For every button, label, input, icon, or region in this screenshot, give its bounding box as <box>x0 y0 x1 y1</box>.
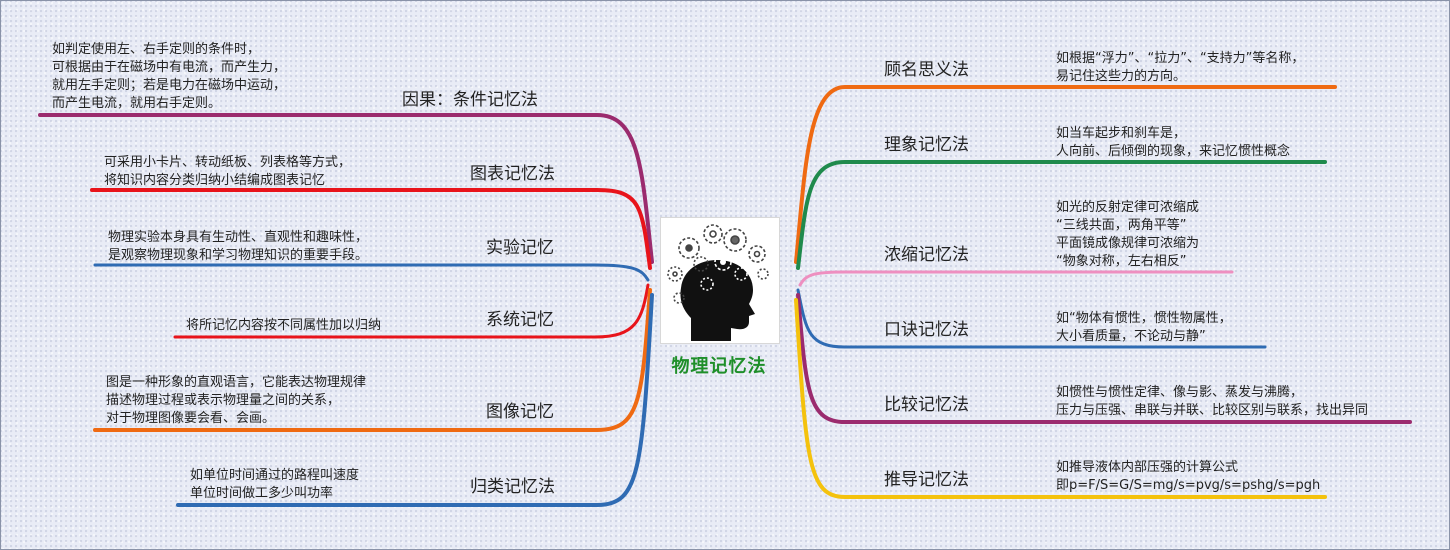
head-silhouette-icon <box>680 260 755 341</box>
note-line: 将所记忆内容按不同属性加以归纳 <box>186 318 382 333</box>
branch-line-left-1 <box>90 188 652 270</box>
note-line: 如判定使用左、右手定则的条件时， <box>52 42 261 57</box>
note-rhyme-memory: 如“物体有惯性，惯性物属性， 大小看质量，不论动与静” <box>1056 310 1232 346</box>
note-classify-memory: 如单位时间通过的路程叫速度 单位时间做工多少叫功率 <box>190 467 359 503</box>
branch-line-left-5 <box>176 293 654 507</box>
note-line: 如推导液体内部压强的计算公式 <box>1056 460 1239 475</box>
topic-condense-memory[interactable]: 浓缩记忆法 <box>884 245 969 265</box>
topic-derive-memory[interactable]: 推导记忆法 <box>884 470 969 490</box>
branch-line-left-0 <box>38 113 654 264</box>
topic-image-memory[interactable]: 图像记忆 <box>486 402 554 422</box>
note-line: 压力与压强、串联与并联、比较区别与联系，找出异同 <box>1056 403 1369 418</box>
note-line: 如单位时间通过的路程叫速度 <box>190 468 360 483</box>
topic-phenomenon-memory[interactable]: 理象记忆法 <box>884 135 969 155</box>
note-line: 易记住这些力的方向。 <box>1056 69 1187 84</box>
topic-classify-memory[interactable]: 归类记忆法 <box>470 477 555 497</box>
branch-line-right-5 <box>794 298 1327 499</box>
topic-causal-condition[interactable]: 因果：条件记忆法 <box>402 90 538 110</box>
topic-system-memory[interactable]: 系统记忆 <box>486 310 554 330</box>
note-line: 对于物理图像要会看、会画。 <box>106 411 276 426</box>
note-image-memory: 图是一种形象的直观语言，它能表达物理规律 描述物理过程或表示物理量之间的关系， … <box>106 374 366 428</box>
note-line: “三线共面，两角平等” <box>1056 218 1187 233</box>
note-line: 平面镜成像规律可浓缩为 <box>1056 236 1200 251</box>
gears-icon <box>667 224 769 304</box>
note-line: 图是一种形象的直观语言，它能表达物理规律 <box>106 375 367 390</box>
branch-line-right-2 <box>798 270 1234 287</box>
note-line: 即p=F/S=G/S=mg/s=pvg/s=pshg/s=pgh <box>1056 478 1321 493</box>
note-line: 如当车起步和刹车是， <box>1056 126 1187 141</box>
branch-line-right-4 <box>796 293 1412 424</box>
note-line: 就用左手定则；若是电力在磁场中运动， <box>52 78 287 93</box>
branch-line-right-0 <box>794 85 1337 264</box>
note-chart-memory: 可采用小卡片、转动纸板、列表格等方式， 将知识内容分类归纳小结编成图表记忆 <box>104 154 351 190</box>
note-derive-memory: 如推导液体内部压强的计算公式 即p=F/S=G/S=mg/s=pvg/s=psh… <box>1056 459 1320 495</box>
branch-line-left-2 <box>93 263 650 282</box>
note-line: 如光的反射定律可浓缩成 <box>1056 200 1200 215</box>
note-condense-memory: 如光的反射定律可浓缩成 “三线共面，两角平等” 平面镜成像规律可浓缩为 “物象对… <box>1056 199 1199 271</box>
note-line: “物象对称，左右相反” <box>1056 254 1187 269</box>
branch-line-left-3 <box>173 283 650 339</box>
branch-line-right-1 <box>796 160 1327 270</box>
note-line: 如惯性与惯性定律、像与影、蒸发与沸腾， <box>1056 385 1304 400</box>
note-phenomenon-memory: 如当车起步和刹车是， 人向前、后倾倒的现象，来记忆惯性概念 <box>1056 125 1290 161</box>
note-line: 描述物理过程或表示物理量之间的关系， <box>106 393 341 408</box>
note-line: 如根据“浮力”、“拉力”、“支持力”等名称， <box>1056 51 1305 66</box>
note-line: 将知识内容分类归纳小结编成图表记忆 <box>104 173 326 188</box>
topic-compare-memory[interactable]: 比较记忆法 <box>884 395 969 415</box>
note-system-memory: 将所记忆内容按不同属性加以归纳 <box>186 317 381 335</box>
note-line: 可根据由于在磁场中有电流，而产生力， <box>52 60 287 75</box>
topic-name-meaning[interactable]: 顾名思义法 <box>884 60 969 80</box>
note-causal-condition: 如判定使用左、右手定则的条件时， 可根据由于在磁场中有电流，而产生力， 就用左手… <box>52 41 286 113</box>
topic-rhyme-memory[interactable]: 口诀记忆法 <box>884 320 969 340</box>
note-line: 单位时间做工多少叫功率 <box>190 486 334 501</box>
note-line: 物理实验本身具有生动性、直观性和趣味性， <box>108 230 369 245</box>
note-line: 大小看质量，不论动与静” <box>1056 329 1206 344</box>
branch-line-left-4 <box>93 288 652 432</box>
note-name-meaning: 如根据“浮力”、“拉力”、“支持力”等名称， 易记住这些力的方向。 <box>1056 50 1304 86</box>
note-experiment-memory: 物理实验本身具有生动性、直观性和趣味性， 是观察物理现象和学习物理知识的重要手段… <box>108 229 368 265</box>
note-line: 人向前、后倾倒的现象，来记忆惯性概念 <box>1056 144 1291 159</box>
note-line: 而产生电流，就用右手定则。 <box>52 96 222 111</box>
center-image <box>660 217 780 344</box>
topic-experiment-memory[interactable]: 实验记忆 <box>486 238 554 258</box>
note-line: 如“物体有惯性，惯性物属性， <box>1056 311 1232 326</box>
note-compare-memory: 如惯性与惯性定律、像与影、蒸发与沸腾， 压力与压强、串联与并联、比较区别与联系，… <box>1056 384 1368 420</box>
central-topic-title[interactable]: 物理记忆法 <box>671 356 767 377</box>
topic-chart-memory[interactable]: 图表记忆法 <box>470 164 555 184</box>
note-line: 是观察物理现象和学习物理知识的重要手段。 <box>108 248 369 263</box>
note-line: 可采用小卡片、转动纸板、列表格等方式， <box>104 155 352 170</box>
